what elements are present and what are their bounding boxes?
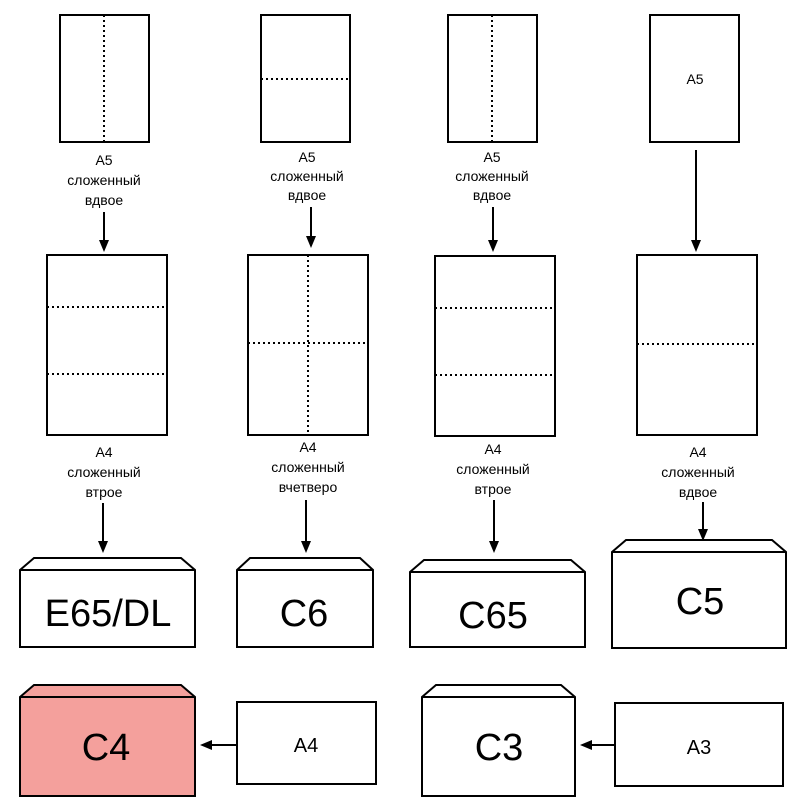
arrowhead <box>488 240 498 252</box>
envelope-label: E65/DL <box>45 593 172 635</box>
arrowhead <box>698 529 708 541</box>
column-4: A5 A4 сложенный вдвое C5 <box>611 14 787 649</box>
envelope-label: C65 <box>458 595 528 637</box>
caption-line: вдвое <box>85 192 124 208</box>
caption-line: вчетверо <box>279 479 338 495</box>
caption-line: сложенный <box>661 464 734 480</box>
caption-line: A4 <box>95 444 112 460</box>
arrowhead <box>301 541 311 553</box>
envelope-label: C6 <box>280 593 329 635</box>
caption-line: сложенный <box>271 459 344 475</box>
a5-sheet-2 <box>260 14 351 143</box>
arrowhead <box>200 740 212 750</box>
caption-line: вдвое <box>473 187 512 203</box>
envelope-label: C4 <box>82 727 131 769</box>
bottom-row: C4 A4 C3 A3 <box>19 684 784 797</box>
a5-sheet-3 <box>447 14 538 143</box>
envelope-label: C3 <box>475 727 524 769</box>
arrowhead <box>99 240 109 252</box>
caption-line: сложенный <box>455 168 528 184</box>
a4-sheet-3 <box>434 255 556 437</box>
caption-line: A4 <box>299 439 316 455</box>
arrowhead <box>580 740 592 750</box>
a4-sheet-1 <box>46 254 168 436</box>
a3-sheet-landscape <box>614 702 784 787</box>
a4-sheet-landscape <box>236 701 377 785</box>
a5-sheet-1 <box>59 14 150 143</box>
caption-line: втрое <box>86 484 123 500</box>
caption-line: сложенный <box>67 464 140 480</box>
caption-line: сложенный <box>67 172 140 188</box>
column-3: A5 сложенный вдвое A4 сложенный втрое C6… <box>409 14 586 648</box>
sheet-label: A4 <box>294 735 318 757</box>
arrowhead <box>691 240 701 252</box>
caption-line: A5 <box>95 152 112 168</box>
arrowhead <box>306 236 316 248</box>
sheet-label: A5 <box>686 71 703 87</box>
column-1: A5 сложенный вдвое A4 сложенный втрое E6… <box>19 14 196 648</box>
caption-line: A5 <box>483 149 500 165</box>
arrowhead <box>98 541 108 553</box>
caption-line: сложенный <box>456 461 529 477</box>
caption-line: втрое <box>475 481 512 497</box>
sheet-label: A3 <box>687 737 711 759</box>
column-2: A5 сложенный вдвое A4 сложенный вчетверо… <box>236 14 374 648</box>
caption-line: вдвое <box>679 484 718 500</box>
a5-sheet-4 <box>649 14 740 143</box>
caption-line: сложенный <box>270 168 343 184</box>
arrowhead <box>489 541 499 553</box>
envelope-label: C5 <box>676 581 725 623</box>
caption-line: вдвое <box>288 187 327 203</box>
caption-line: A5 <box>298 149 315 165</box>
caption-line: A4 <box>689 444 706 460</box>
caption-line: A4 <box>484 441 501 457</box>
